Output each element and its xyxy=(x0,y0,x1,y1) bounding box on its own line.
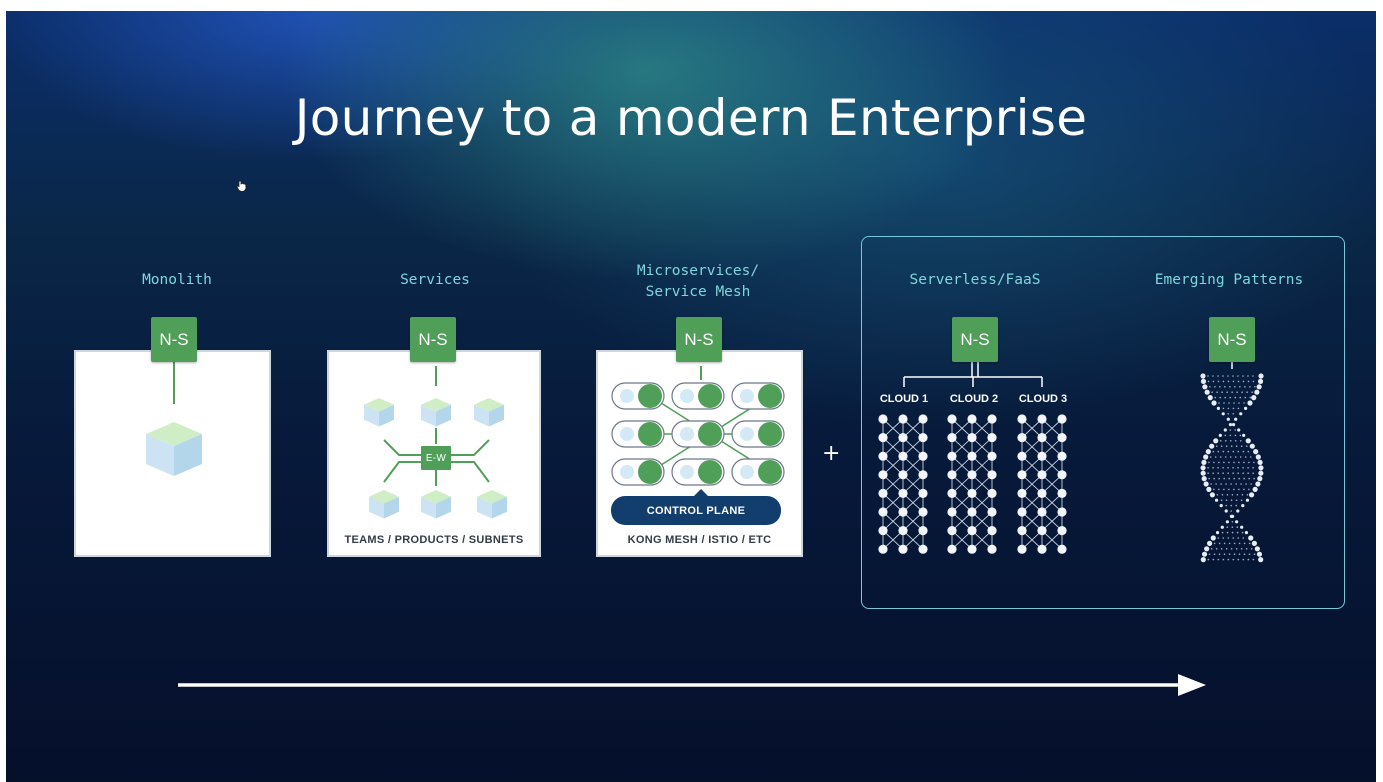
dna-helix-icon xyxy=(1200,362,1264,563)
slide: Journey to a modern Enterprise Monolith … xyxy=(6,11,1376,782)
service-cube-icon xyxy=(474,398,504,427)
badge-ns-serverless: N-S xyxy=(952,317,998,362)
hand-cursor-icon xyxy=(236,180,247,192)
cloud-1-label: CLOUD 1 xyxy=(879,393,929,405)
cloud-grid xyxy=(878,414,928,554)
stage-label-emerging: Emerging Patterns xyxy=(1154,272,1304,288)
stage-label-microservices: Microservices/ Service Mesh xyxy=(606,261,790,303)
modern-diagrams xyxy=(878,362,1264,563)
badge-ns-emerging: N-S xyxy=(1209,317,1255,362)
arrow-right-icon xyxy=(178,674,1206,696)
service-pod-icon xyxy=(611,382,665,410)
service-cube-icon xyxy=(477,490,507,519)
service-pod-icon xyxy=(671,382,725,410)
stage-label-services: Services xyxy=(400,272,470,288)
service-cube-icon xyxy=(421,490,451,519)
control-plane-button[interactable]: CONTROL PLANE xyxy=(611,496,781,525)
mesh-diagram xyxy=(611,366,785,496)
stage-label-microservices-line2: Service Mesh xyxy=(645,284,751,300)
service-cube-icon xyxy=(421,398,451,427)
service-pod-icon xyxy=(611,420,665,448)
cloud-2-label: CLOUD 2 xyxy=(949,393,999,405)
service-pod-icon xyxy=(731,420,785,448)
service-pod-icon xyxy=(671,420,725,448)
service-cube-icon xyxy=(369,490,399,519)
monolith-cube-icon xyxy=(146,352,202,476)
cloud-grid xyxy=(947,414,997,554)
stage-label-monolith: Monolith xyxy=(142,272,212,288)
cloud-3-label: CLOUD 3 xyxy=(1018,393,1068,405)
mesh-caption: KONG MESH / ISTIO / ETC xyxy=(627,534,772,546)
service-pod-icon xyxy=(731,458,785,486)
service-pod-icon xyxy=(611,458,665,486)
cloud-grid xyxy=(1017,414,1067,554)
services-caption: TEAMS / PRODUCTS / SUBNETS xyxy=(344,534,524,546)
plus-sign: + xyxy=(822,441,841,466)
service-cube-icon xyxy=(364,398,394,427)
badge-ns-monolith: N-S xyxy=(151,317,197,362)
stage-label-microservices-line1: Microservices/ xyxy=(636,263,760,279)
badge-ns-services: N-S xyxy=(410,317,456,362)
services-diagram xyxy=(364,366,507,519)
badge-ns-mesh: N-S xyxy=(676,317,722,362)
service-pod-icon xyxy=(731,382,785,410)
mesh-card: CONTROL PLANE KONG MESH / ISTIO / ETC xyxy=(596,350,803,557)
ew-hub: E-W xyxy=(421,446,451,470)
services-card: E-W TEAMS / PRODUCTS / SUBNETS xyxy=(327,350,541,557)
slide-title: Journey to a modern Enterprise xyxy=(294,89,1088,147)
service-pod-icon xyxy=(671,458,725,486)
stage-label-serverless: Serverless/FaaS xyxy=(909,272,1041,288)
modern-patterns-box xyxy=(861,236,1345,609)
